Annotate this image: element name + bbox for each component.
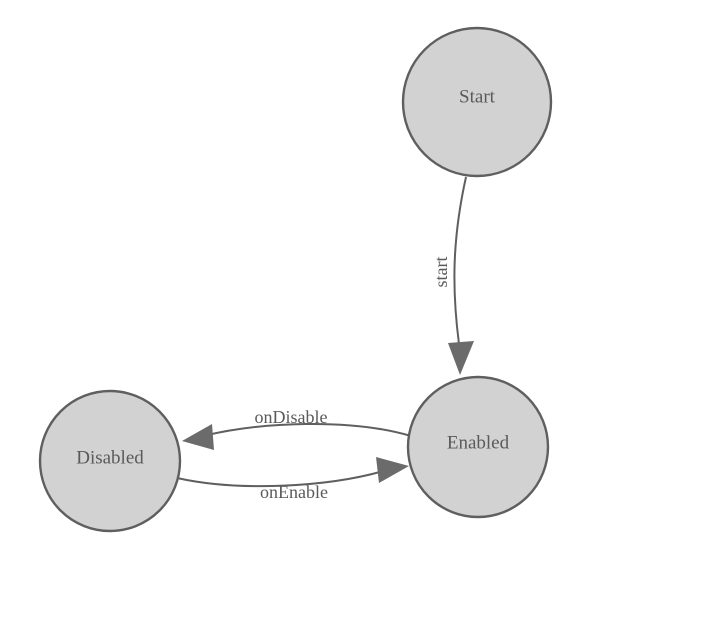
edge-disabled-to-enabled[interactable]: onEnable: [176, 457, 409, 502]
node-disabled-label: Disabled: [76, 447, 144, 468]
node-enabled-label: Enabled: [447, 432, 510, 453]
edge-label-ondisable: onDisable: [255, 407, 328, 427]
node-start[interactable]: Start: [401, 26, 553, 178]
edge-label-onenable: onEnable: [260, 482, 328, 502]
node-start-circle: [401, 26, 553, 178]
edge-label-start: start: [431, 257, 451, 288]
edge-start-to-enabled[interactable]: start: [431, 176, 474, 375]
edge-start-to-enabled-path: [453, 176, 467, 345]
node-start-label: Start: [459, 86, 496, 107]
arrowhead-down-icon: [448, 341, 474, 375]
edge-enabled-to-disabled[interactable]: onDisable: [182, 407, 412, 450]
node-disabled[interactable]: Disabled: [38, 389, 182, 533]
edge-disabled-to-enabled-path: [176, 469, 388, 488]
arrowhead-right-icon: [376, 457, 409, 483]
arrowhead-left-icon: [182, 424, 214, 450]
node-enabled-circle: [406, 375, 550, 519]
edge-enabled-to-disabled-path: [202, 422, 412, 437]
node-enabled[interactable]: Enabled: [406, 375, 550, 519]
node-disabled-circle: [38, 389, 182, 533]
